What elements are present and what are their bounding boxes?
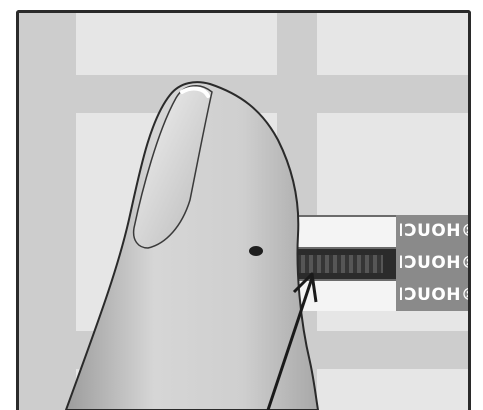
touch-point-icon xyxy=(249,246,263,256)
